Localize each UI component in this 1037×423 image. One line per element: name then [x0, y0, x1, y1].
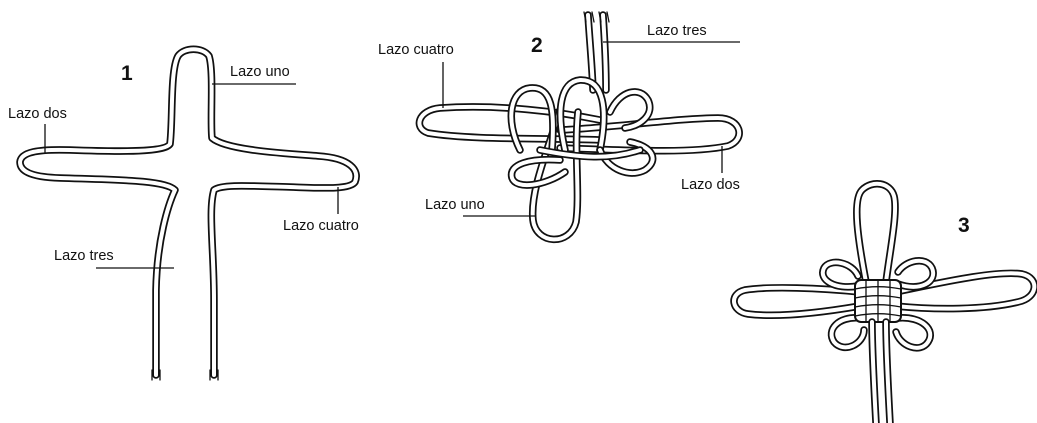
step-1-label-lazo-uno: Lazo uno [230, 64, 290, 80]
step-2-label-lazo-uno: Lazo uno [425, 197, 485, 213]
step-3-finished-knot [730, 180, 1037, 423]
step-2-label-lazo-cuatro: Lazo cuatro [378, 42, 454, 58]
step-1-label-lazo-tres: Lazo tres [54, 248, 114, 264]
step-1-label-lazo-dos: Lazo dos [8, 106, 67, 122]
step-2-labels: Lazo tres Lazo cuatro Lazo dos Lazo uno [378, 23, 740, 217]
step-1-label-lazo-cuatro: Lazo cuatro [283, 218, 359, 234]
step-1-number: 1 [121, 62, 133, 85]
step-2-knot-figure [415, 11, 743, 244]
step-2-label-lazo-tres: Lazo tres [647, 23, 707, 39]
step-2-label-lazo-dos: Lazo dos [681, 177, 740, 193]
step-1-cross-figure [16, 45, 360, 381]
step-1-labels: Lazo uno Lazo dos Lazo cuatro Lazo tres [8, 64, 359, 269]
step-2-number: 2 [531, 34, 543, 57]
step-3-number: 3 [958, 214, 970, 237]
